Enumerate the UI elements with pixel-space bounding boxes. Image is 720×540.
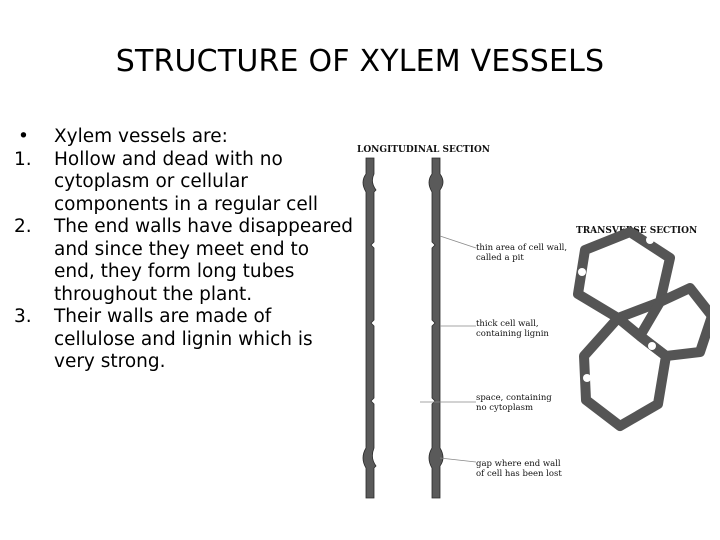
label-thick-wall: thick cell wall, containing lignin [476, 319, 549, 339]
pit-gap [646, 236, 654, 244]
intro-text: Xylem vessels are: [54, 126, 354, 149]
leader-line [440, 458, 476, 462]
body-text: • Xylem vessels are: 1. Hollow and dead … [14, 126, 354, 374]
list-item: 1. Hollow and dead with no cytoplasm or … [14, 149, 354, 217]
transverse-cell-bottom [584, 318, 666, 426]
label-space: space, containing no cytoplasm [476, 393, 554, 413]
list-number: 3. [14, 306, 54, 374]
pit-gap [583, 374, 591, 382]
longitudinal-section-header: LONGITUDINAL SECTION [357, 145, 490, 155]
pit-gap [578, 268, 586, 276]
list-item-text: Hollow and dead with no cytoplasm or cel… [54, 149, 354, 217]
pit-gap [648, 342, 656, 350]
label-pit: thin area of cell wall, called a pit [476, 243, 570, 263]
slide-title: STRUCTURE OF XYLEM VESSELS [0, 44, 720, 79]
vessel-right-wall [429, 158, 443, 498]
list-number: 1. [14, 149, 54, 217]
leader-line [440, 236, 476, 248]
vessel-left-wall [363, 158, 376, 498]
bullet-marker: • [14, 126, 54, 149]
xylem-diagram: LONGITUDINAL SECTION TRANSVERSE SECTION … [340, 130, 710, 510]
list-item-text: The end walls have disappeared and since… [54, 216, 354, 306]
label-end-wall-gap: gap where end wall of cell has been lost [476, 459, 563, 479]
intro-bullet-item: • Xylem vessels are: [14, 126, 354, 149]
list-number: 2. [14, 216, 54, 306]
list-item-text: Their walls are made of cellulose and li… [54, 306, 354, 374]
list-item: 3. Their walls are made of cellulose and… [14, 306, 354, 374]
list-item: 2. The end walls have disappeared and si… [14, 216, 354, 306]
